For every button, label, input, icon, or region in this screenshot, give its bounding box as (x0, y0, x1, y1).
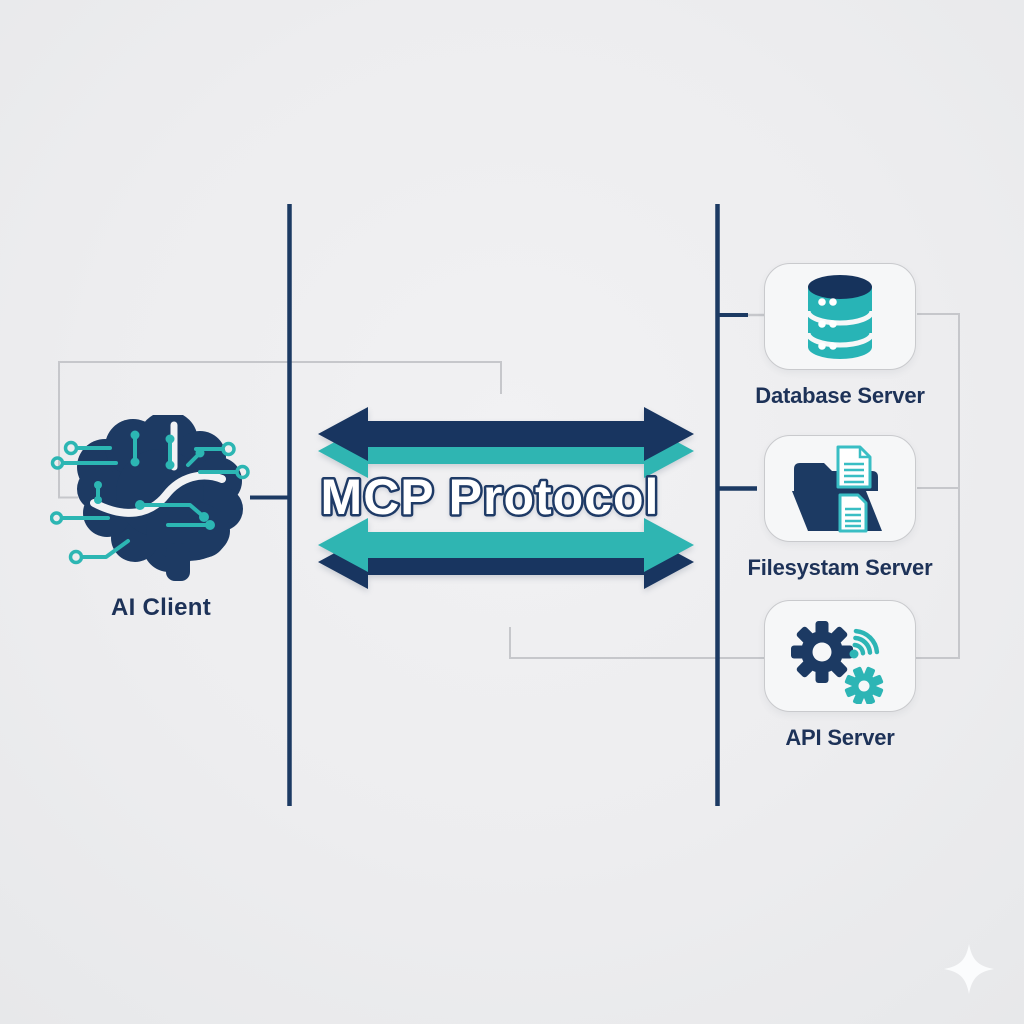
server-group-api: API Server (730, 600, 950, 751)
circuit-open-nodes (50, 440, 250, 565)
client-connector-line (58, 361, 502, 499)
server-group-database: Database Server (730, 263, 950, 409)
database-icon (805, 274, 875, 359)
client-rail-line (250, 204, 292, 806)
bidirectional-arrow-top (318, 407, 694, 478)
gears-signal-icon (791, 621, 884, 704)
server-rail-line (715, 204, 766, 806)
server-box-api (764, 600, 916, 712)
signal-icon (849, 628, 880, 659)
server-group-filesystem: Filesystam Server (730, 435, 950, 581)
protocol-title: MCP Protocol (318, 467, 661, 528)
gear-small (844, 666, 884, 704)
server-box-filesystem (764, 435, 916, 542)
server-box-database (764, 263, 916, 370)
server-label-database: Database Server (755, 383, 925, 408)
document-back (836, 445, 872, 488)
server-label-api: API Server (785, 725, 895, 750)
gear-large (791, 621, 853, 683)
sparkle-icon (944, 944, 994, 994)
protocol-title-text: MCP Protocol (321, 469, 660, 525)
brain-folds (90, 421, 226, 517)
folder-documents-icon (792, 445, 882, 532)
document-front (838, 493, 868, 532)
client-label: AI Client (110, 594, 212, 621)
circuit-dots (94, 430, 215, 530)
server-label-filesystem: Filesystam Server (747, 555, 933, 580)
brain-circuit-icon (50, 415, 250, 581)
bidirectional-arrow-bottom (318, 518, 694, 589)
server-connector-line (509, 313, 960, 659)
